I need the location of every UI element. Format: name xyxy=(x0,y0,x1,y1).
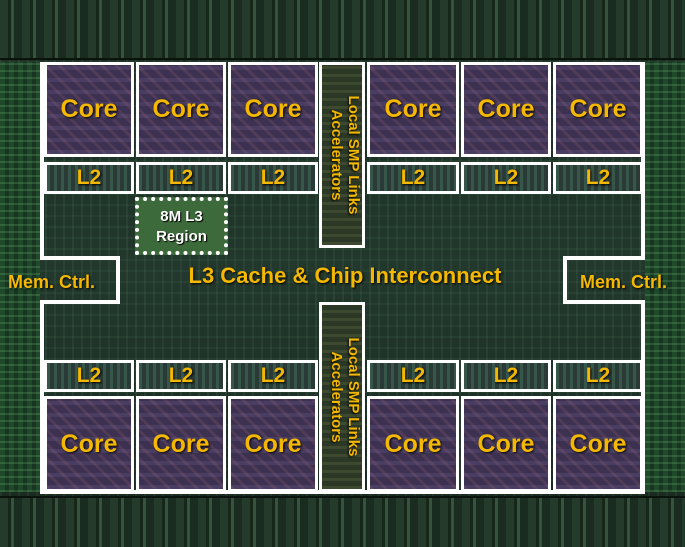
l2-top-2: L2 xyxy=(136,162,226,194)
l2-bottom-4: L2 xyxy=(367,360,459,392)
l3-region-text: 8M L3 Region xyxy=(139,207,224,247)
core-label: Core xyxy=(244,95,302,123)
smp-text-bottom: Local SMP Links Accelerators xyxy=(328,338,362,457)
core-label: Core xyxy=(569,95,627,123)
core-label: Core xyxy=(384,429,442,458)
memory-controller-left: Mem. Ctrl. xyxy=(8,272,96,292)
l2-top-5: L2 xyxy=(461,162,551,194)
core-label: Core xyxy=(152,429,210,458)
core-bottom-2: Core xyxy=(136,396,226,492)
smp-text-top: Local SMP Links Accelerators xyxy=(328,96,362,215)
l2-label: L2 xyxy=(493,166,519,189)
core-top-6: Core xyxy=(553,62,643,157)
memory-controller-right: Mem. Ctrl. xyxy=(580,272,668,292)
core-label: Core xyxy=(477,429,535,458)
l3-cache-label: L3 Cache & Chip Interconnect xyxy=(188,263,502,288)
smp-line-2: Accelerators xyxy=(328,109,345,201)
side-strip-right xyxy=(645,62,685,492)
l2-bottom-1: L2 xyxy=(44,360,134,392)
core-label: Core xyxy=(60,429,118,458)
core-top-3: Core xyxy=(228,62,318,157)
core-label: Core xyxy=(244,429,302,458)
l2-label: L2 xyxy=(493,364,519,387)
l2-top-1: L2 xyxy=(44,162,134,194)
l3-region-line-1: 8M L3 xyxy=(160,208,203,225)
l2-label: L2 xyxy=(168,166,194,189)
core-bottom-4: Core xyxy=(367,396,459,492)
core-top-1: Core xyxy=(44,62,134,157)
smp-line-2: Accelerators xyxy=(328,351,345,443)
core-bottom-5: Core xyxy=(461,396,551,492)
l3-outline-path xyxy=(40,62,645,494)
core-top-2: Core xyxy=(136,62,226,157)
core-bottom-6: Core xyxy=(553,396,643,492)
core-bottom-3: Core xyxy=(228,396,318,492)
l2-label: L2 xyxy=(400,364,426,387)
l2-label: L2 xyxy=(585,364,611,387)
smp-links-accelerators-bottom: Local SMP Links Accelerators xyxy=(319,302,365,492)
l2-label: L2 xyxy=(76,364,102,387)
l2-label: L2 xyxy=(260,166,286,189)
core-label: Core xyxy=(384,95,442,123)
l2-bottom-3: L2 xyxy=(228,360,318,392)
smp-links-accelerators-top: Local SMP Links Accelerators xyxy=(319,62,365,248)
core-label: Core xyxy=(569,429,627,458)
l2-top-6: L2 xyxy=(553,162,643,194)
core-top-4: Core xyxy=(367,62,459,157)
smp-line-1: Local SMP Links xyxy=(345,337,362,457)
l2-label: L2 xyxy=(168,364,194,387)
l3-region-highlight: 8M L3 Region xyxy=(135,197,228,255)
core-label: Core xyxy=(477,95,535,123)
core-label: Core xyxy=(152,95,210,123)
smp-line-1: Local SMP Links xyxy=(345,95,362,215)
io-strip-bottom xyxy=(0,496,685,547)
l2-label: L2 xyxy=(260,364,286,387)
l3-region-line-2: Region xyxy=(156,228,207,245)
l2-label: L2 xyxy=(76,166,102,189)
l2-bottom-2: L2 xyxy=(136,360,226,392)
l2-label: L2 xyxy=(585,166,611,189)
core-label: Core xyxy=(60,95,118,123)
core-bottom-1: Core xyxy=(44,396,134,492)
core-top-5: Core xyxy=(461,62,551,157)
io-strip-top xyxy=(0,0,685,60)
l2-top-4: L2 xyxy=(367,162,459,194)
l2-label: L2 xyxy=(400,166,426,189)
l2-bottom-6: L2 xyxy=(553,360,643,392)
side-strip-left xyxy=(0,62,40,492)
l2-bottom-5: L2 xyxy=(461,360,551,392)
l2-top-3: L2 xyxy=(228,162,318,194)
